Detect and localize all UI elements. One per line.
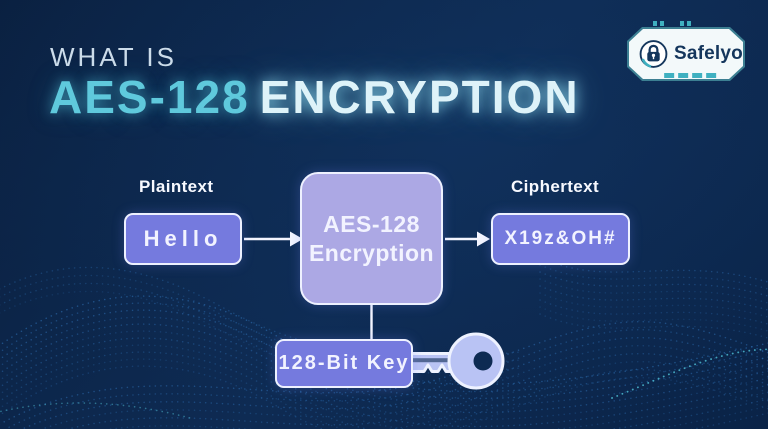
key-icon — [404, 332, 505, 390]
plaintext-label: Plaintext — [139, 177, 214, 196]
key-node: 128-Bit Key — [275, 339, 413, 388]
process-node: AES-128 Encryption — [300, 172, 443, 305]
logo-badge: Safelyo — [627, 27, 745, 81]
process-node-line2: Encryption — [308, 239, 435, 266]
title-highlight: AES-128 — [49, 71, 250, 123]
padlock-shield-icon — [638, 36, 669, 72]
plaintext-node: Hello — [124, 213, 242, 265]
brand-name: Safelyo — [674, 43, 743, 64]
logo-top-ticks — [653, 21, 691, 26]
brand-logo: Safelyo — [627, 21, 745, 83]
ciphertext-label: Ciphertext — [511, 177, 600, 196]
title-rest: ENCRYPTION — [259, 71, 580, 123]
logo-bottom-squares — [664, 73, 716, 78]
process-node-line1: AES-128 — [323, 210, 420, 237]
ciphertext-node: X19z&OH# — [491, 213, 630, 265]
kicker-text: WHAT IS — [50, 42, 177, 72]
